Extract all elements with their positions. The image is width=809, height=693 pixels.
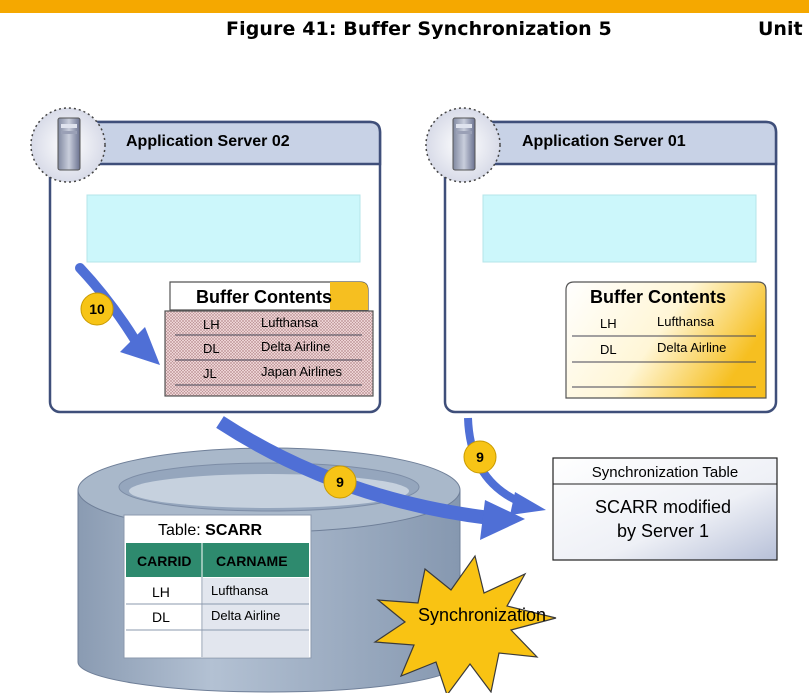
step-badge-9-db: 9 xyxy=(323,465,357,499)
top-accent-bar xyxy=(0,0,809,13)
starburst-label: Synchronization xyxy=(418,605,546,625)
figure-title: Figure 41: Buffer Synchronization 5 xyxy=(226,18,612,40)
server-02-memory-area xyxy=(86,194,361,263)
server-01-memory-area xyxy=(482,194,757,263)
server-01-buffer: Buffer Contents LH Lufthansa DL Delta Ai… xyxy=(565,281,767,399)
step-badge-10: 10 xyxy=(80,292,114,326)
server-02-buffer-table xyxy=(164,310,374,397)
sync-table-line1: SCARR modified xyxy=(595,497,731,517)
db-table-caption-prefix: Table: xyxy=(158,522,205,539)
server-02-buffer-title: Buffer Contents xyxy=(196,287,332,307)
server-02-title: Application Server 02 xyxy=(126,133,290,150)
buffer-row-code: LH xyxy=(203,317,220,332)
server-01-buffer-title: Buffer Contents xyxy=(590,287,726,307)
unit-label: Unit xyxy=(758,18,803,40)
server-02-buffer: Buffer Contents LH Lufthansa DL Delta Ai… xyxy=(164,281,374,397)
db-table-scarr: Table: SCARR CARRID CARNAME LH Lufthansa… xyxy=(123,514,312,659)
buffer-row-code: DL xyxy=(600,342,617,357)
buffer-row-name: Japan Airlines xyxy=(261,364,342,379)
server-01-title: Application Server 01 xyxy=(522,133,686,150)
buffer-row-name: Delta Airline xyxy=(657,340,726,355)
db-row-name: Delta Airline xyxy=(211,608,280,623)
sync-table-title: Synchronization Table xyxy=(592,464,738,481)
server-01-buffer-panel xyxy=(565,281,767,399)
step-badge-9-sync: 9 xyxy=(463,440,497,474)
db-table-caption: Table: SCARR xyxy=(158,522,262,539)
buffer-row-name: Lufthansa xyxy=(261,315,319,330)
db-row-code: DL xyxy=(152,609,170,625)
db-row-code: LH xyxy=(152,584,170,600)
server-icon xyxy=(425,107,501,183)
sync-table: Synchronization Table SCARR modified by … xyxy=(552,457,778,561)
db-table-header-row xyxy=(126,543,309,577)
db-col-carrid: CARRID xyxy=(137,553,191,569)
synchronization-starburst: Synchronization xyxy=(373,554,557,693)
buffer-row-code: LH xyxy=(600,316,617,331)
buffer-row-code: JL xyxy=(203,366,217,381)
step-10-label: 10 xyxy=(89,301,105,317)
db-col-carname: CARNAME xyxy=(216,553,288,569)
buffer-row-name: Delta Airline xyxy=(261,339,330,354)
step-9-db-label: 9 xyxy=(336,474,344,490)
buffer-row-code: DL xyxy=(203,341,220,356)
db-table-caption-name: SCARR xyxy=(205,522,262,539)
buffer-row-name: Lufthansa xyxy=(657,314,715,329)
server-icon xyxy=(30,107,106,183)
db-row-name: Lufthansa xyxy=(211,583,269,598)
step-9-sync-label: 9 xyxy=(476,449,484,465)
sync-table-line2: by Server 1 xyxy=(617,521,709,541)
